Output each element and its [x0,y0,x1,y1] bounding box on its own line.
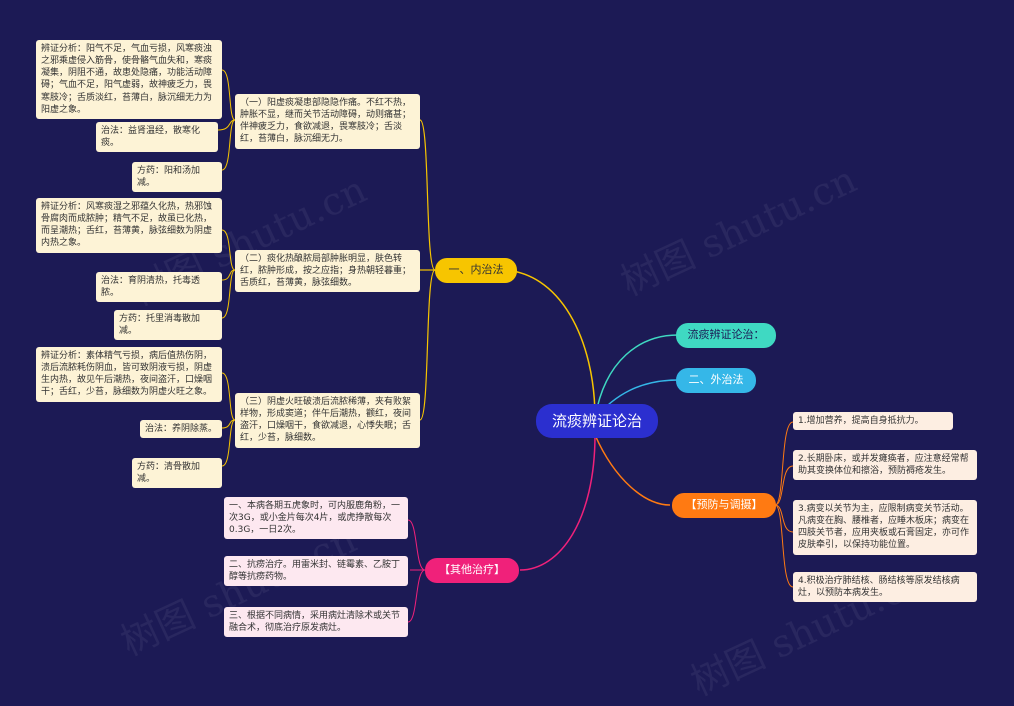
group-yang-deficiency[interactable]: （一）阳虚痰凝患部隐隐作痛。不红不热，肿胀不显，继而关节活动障碍，动则痛甚；伴神… [235,94,420,149]
branch-external-treatment[interactable]: 二、外治法 [676,368,756,393]
other-item-2[interactable]: 二、抗痨治疗。用雷米封、链霉素、乙胺丁醇等抗痨药物。 [224,556,408,587]
analysis-yin-deficiency[interactable]: 辨证分析：素体精气亏损，病后值热伤阴，溃后流脓耗伤阴血，皆可致阴液亏损，阴虚生内… [36,347,222,402]
other-item-3[interactable]: 三、根据不同病情，采用病灶清除术或关节融合术，彻底治疗原发病灶。 [224,607,408,638]
method-yang-deficiency[interactable]: 治法：益肾温经，散寒化痰。 [96,122,218,153]
branch-prevention[interactable]: 【预防与调摄】 [672,493,776,518]
connector-lines [217,69,794,623]
formula-yin-deficiency[interactable]: 方药：清骨散加减。 [132,458,222,489]
analysis-yang-deficiency[interactable]: 辨证分析：阳气不足，气血亏损，风寒痰浊之邪乘虚侵入筋骨，使骨骼气血失和，寒痰凝集… [36,40,222,119]
prevent-item-2[interactable]: 2.长期卧床，或并发瘫痪者，应注意经常帮助其变换体位和擦浴，预防褥疮发生。 [793,450,977,481]
prevent-item-4[interactable]: 4.积极治疗肺结核、肠结核等原发结核病灶，以预防本病发生。 [793,572,977,603]
group-pus-formation[interactable]: （二）痰化热酿脓局部肿胀明显，肤色转红，脓肿形成，按之应指；身热朝轻暮重；舌质红… [235,250,420,293]
root-node[interactable]: 流痰辨证论治 [536,404,658,439]
branch-other-treatment[interactable]: 【其他治疗】 [425,558,519,583]
branch-syndrome-analysis[interactable]: 流痰辨证论治： [676,323,776,348]
group-yin-deficiency[interactable]: （三）阴虚火旺破溃后流脓稀薄，夹有败絮样物，形成窦道；伴午后潮热，颧红，夜间盗汗… [235,393,420,448]
formula-pus-formation[interactable]: 方药：托里消毒散加减。 [114,310,222,341]
formula-yang-deficiency[interactable]: 方药：阳和汤加减。 [132,162,222,193]
branch-internal-treatment[interactable]: 一、内治法 [435,258,517,283]
prevent-item-1[interactable]: 1.增加营养，提高自身抵抗力。 [793,412,953,431]
method-pus-formation[interactable]: 治法：育阴清热，托毒透脓。 [96,272,222,303]
other-item-1[interactable]: 一、本病各期五虎象时，可内服鹿角粉，一次3G，或小金片每次4片，或虎挣散每次0.… [224,497,408,540]
analysis-pus-formation[interactable]: 辨证分析：风寒痰湿之邪蕴久化热，热邪蚀骨腐肉而成脓肿；精气不足，故虽已化热，而呈… [36,198,222,253]
prevent-item-3[interactable]: 3.病变以关节为主，应限制病变关节活动。凡病变在胸、腰椎者，应睡木板床；病变在四… [793,500,977,555]
method-yin-deficiency[interactable]: 治法：养阴除蒸。 [140,420,222,439]
